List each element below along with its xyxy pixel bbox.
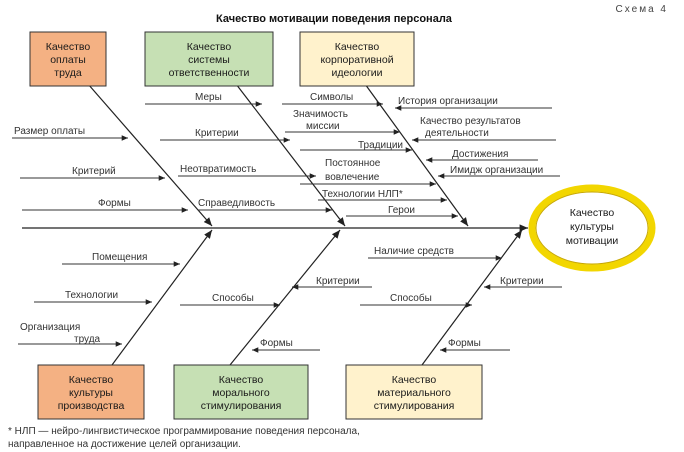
- label-mat-funds: Наличие средств: [374, 246, 454, 257]
- outcome-ellipse: Качество культуры мотивации: [528, 184, 656, 272]
- label-prod-technologies: Технологии: [65, 290, 118, 301]
- footnote-line-1: * НЛП — нейро-лингвистическое программир…: [8, 426, 360, 437]
- box-material-quality: Качество материального стимулирования: [345, 364, 483, 420]
- label-ideo-image: Имидж организации: [450, 165, 543, 176]
- label-ideo-mission: миссии: [306, 121, 340, 132]
- svg-text:Качество: Качество: [392, 374, 437, 386]
- label-moral-methods: Способы: [212, 292, 254, 304]
- bone-material: [421, 229, 523, 366]
- svg-text:системы: системы: [188, 54, 230, 66]
- svg-text:Качество: Качество: [219, 374, 264, 386]
- diagram-title: Качество мотивации поведения персонала: [216, 13, 453, 25]
- label-mat-criteria: Критерии: [500, 276, 544, 287]
- bone-production: [111, 229, 213, 366]
- label-ideo-significance: Значимость: [293, 109, 348, 120]
- box-pay-quality: Качество оплаты труда: [29, 31, 107, 87]
- bone-moral: [229, 229, 341, 366]
- label-ideo-traditions: Традиции: [358, 140, 403, 151]
- label-ideo-results: Качество результатов: [420, 116, 521, 127]
- label-mat-forms: Формы: [448, 338, 481, 349]
- svg-text:Качество: Качество: [46, 41, 91, 53]
- label-ideo-nlp: Технологии НЛП*: [322, 189, 403, 200]
- label-resp-criteria: Критерии: [195, 128, 239, 139]
- label-ideo-involvement: вовлечение: [325, 172, 380, 183]
- label-resp-inevitability: Неотвратимость: [180, 164, 256, 175]
- svg-text:стимулирования: стимулирования: [374, 400, 455, 412]
- label-pay-size: Размер оплаты: [14, 126, 85, 137]
- label-ideo-constant: Постоянное: [325, 158, 381, 169]
- svg-text:корпоративной: корпоративной: [320, 54, 393, 66]
- footnote-line-2: направленное на достижение целей организ…: [8, 439, 241, 450]
- label-prod-premises: Помещения: [92, 252, 147, 263]
- box-production-quality: Качество культуры производства: [37, 364, 145, 420]
- bone-ideology: [364, 83, 469, 227]
- scheme-label: Схема 4: [616, 4, 668, 15]
- svg-text:культуры: культуры: [570, 221, 614, 233]
- svg-text:оплаты: оплаты: [50, 54, 86, 66]
- label-prod-organization: Организация: [20, 322, 80, 333]
- label-ideo-activity: деятельности: [425, 128, 489, 139]
- label-mat-methods: Способы: [390, 292, 432, 304]
- label-pay-criterion: Критерий: [72, 166, 116, 177]
- label-ideo-symbols: Символы: [310, 92, 353, 103]
- label-moral-forms: Формы: [260, 338, 293, 349]
- box-responsibility-quality: Качество системы ответственности: [144, 31, 274, 87]
- label-resp-measures: Меры: [195, 92, 222, 103]
- bone-responsibility: [235, 83, 346, 227]
- label-prod-labour: труда: [74, 334, 101, 345]
- svg-text:труда: труда: [54, 67, 82, 79]
- svg-text:ответственности: ответственности: [169, 67, 250, 79]
- svg-text:производства: производства: [58, 400, 125, 412]
- svg-text:мотивации: мотивации: [566, 235, 619, 247]
- label-pay-forms: Формы: [98, 198, 131, 209]
- svg-text:Качество: Качество: [335, 41, 380, 53]
- label-ideo-achievements: Достижения: [452, 149, 508, 160]
- svg-text:Качество: Качество: [570, 207, 615, 219]
- box-moral-quality: Качество морального стимулирования: [173, 364, 309, 420]
- label-ideo-history: История организации: [398, 96, 498, 107]
- label-moral-criteria: Критерии: [316, 276, 360, 287]
- svg-text:идеологии: идеологии: [331, 67, 382, 79]
- label-resp-justice: Справедливость: [198, 198, 275, 209]
- box-ideology-quality: Качество корпоративной идеологии: [299, 31, 415, 87]
- svg-text:морального: морального: [212, 387, 270, 399]
- svg-text:материального: материального: [377, 387, 451, 399]
- label-ideo-heroes: Герои: [388, 205, 415, 216]
- svg-text:стимулирования: стимулирования: [201, 400, 282, 412]
- bone-pay: [87, 83, 213, 227]
- svg-text:культуры: культуры: [69, 387, 113, 399]
- svg-text:Качество: Качество: [187, 41, 232, 53]
- svg-text:Качество: Качество: [69, 374, 114, 386]
